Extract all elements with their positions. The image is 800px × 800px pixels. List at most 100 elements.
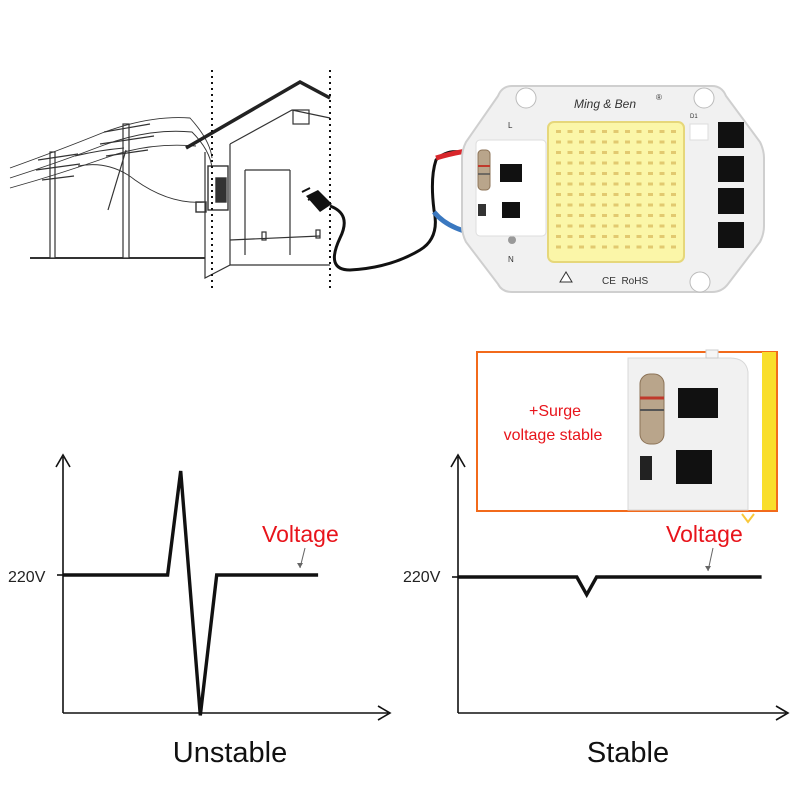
led-chip	[579, 214, 584, 217]
led-chip	[602, 172, 607, 175]
led-chip	[556, 161, 561, 165]
led-chip	[556, 224, 561, 228]
led-chip	[659, 235, 665, 238]
led-chip	[659, 245, 665, 249]
led-chip	[659, 151, 665, 154]
led-chip	[625, 161, 630, 165]
utility-pole-icon	[99, 123, 155, 259]
led-chip	[567, 235, 573, 238]
chip-icon	[500, 164, 522, 182]
stable-caption: Stable	[587, 737, 669, 769]
led-chip	[556, 182, 561, 186]
stable-y-tick: 220V	[403, 569, 441, 586]
led-chip	[567, 193, 573, 196]
led-chip	[602, 214, 607, 217]
led-chip	[567, 151, 573, 154]
led-chip	[590, 151, 596, 154]
led-chip	[648, 151, 653, 154]
y-axis-arrow	[450, 453, 466, 468]
led-chip	[648, 161, 653, 165]
led-chip	[671, 224, 676, 228]
led-chip	[636, 182, 642, 186]
led-chip	[613, 172, 619, 175]
led-chip	[659, 224, 665, 228]
led-chip	[671, 203, 676, 207]
driver-pad	[475, 139, 547, 237]
led-chip	[567, 161, 573, 165]
led-chip	[556, 151, 561, 154]
led-chip	[613, 203, 619, 207]
voltage-series-line	[63, 470, 319, 716]
led-chip	[613, 151, 619, 154]
led-chip	[567, 130, 573, 133]
led-chip	[579, 182, 584, 186]
led-chip	[556, 203, 561, 207]
led-chip	[636, 130, 642, 133]
led-chip	[648, 235, 653, 238]
chart-stable	[450, 453, 790, 721]
led-chip	[602, 224, 607, 228]
stable-series-label: Voltage	[666, 521, 743, 547]
label-pointer-head	[297, 563, 303, 568]
led-chip	[659, 130, 665, 133]
led-chip	[590, 193, 596, 196]
driver-chip-icon	[718, 122, 744, 148]
led-chip	[671, 193, 676, 196]
led-chip	[579, 235, 584, 238]
led-chip	[590, 182, 596, 186]
led-chip	[556, 193, 561, 196]
led-chip	[556, 172, 561, 175]
led-array	[547, 121, 685, 263]
led-chip	[590, 214, 596, 217]
led-chip	[579, 224, 584, 228]
mounting-hole	[515, 87, 537, 109]
cert-marks: CE RoHS	[602, 276, 648, 287]
led-chip	[556, 235, 561, 238]
led-chip	[671, 130, 676, 133]
component-label: D1	[690, 114, 698, 120]
led-chip	[659, 214, 665, 217]
led-chip	[579, 140, 584, 144]
led-chip	[625, 203, 630, 207]
led-chip	[556, 130, 561, 133]
x-axis-arrow	[377, 705, 392, 721]
led-chip	[671, 214, 676, 217]
led-chip	[636, 214, 642, 217]
callout-line-1: +Surge	[529, 403, 581, 420]
led-chip	[625, 172, 630, 175]
led-chip	[613, 235, 619, 238]
led-chip	[625, 245, 630, 249]
led-chip	[579, 193, 584, 196]
led-chip	[636, 193, 642, 196]
led-chip	[613, 214, 619, 217]
led-chip	[625, 224, 630, 228]
overhead-wires	[9, 117, 213, 203]
led-chip	[579, 151, 584, 154]
led-chip	[648, 203, 653, 207]
led-chip	[613, 245, 619, 249]
house-roof	[185, 79, 331, 150]
led-chip	[590, 172, 596, 175]
driver-chip-icon	[718, 188, 744, 214]
unstable-series-label: Voltage	[262, 521, 339, 547]
led-chip	[602, 151, 607, 154]
pin-l-label: L	[508, 121, 513, 130]
led-chip	[613, 193, 619, 196]
mounting-hole	[689, 271, 711, 293]
led-chip	[659, 182, 665, 186]
led-chip	[556, 245, 561, 249]
led-chip	[602, 161, 607, 165]
led-chip	[579, 161, 584, 165]
led-chip	[659, 193, 665, 196]
led-chip	[671, 172, 676, 175]
led-chip	[636, 140, 642, 144]
led-chip	[625, 151, 630, 154]
zoom-diode-icon	[640, 456, 652, 480]
led-chip	[602, 140, 607, 144]
led-chip	[613, 224, 619, 228]
led-chip	[579, 130, 584, 133]
led-chip	[648, 140, 653, 144]
led-chip	[636, 161, 642, 165]
led-chip	[636, 235, 642, 238]
